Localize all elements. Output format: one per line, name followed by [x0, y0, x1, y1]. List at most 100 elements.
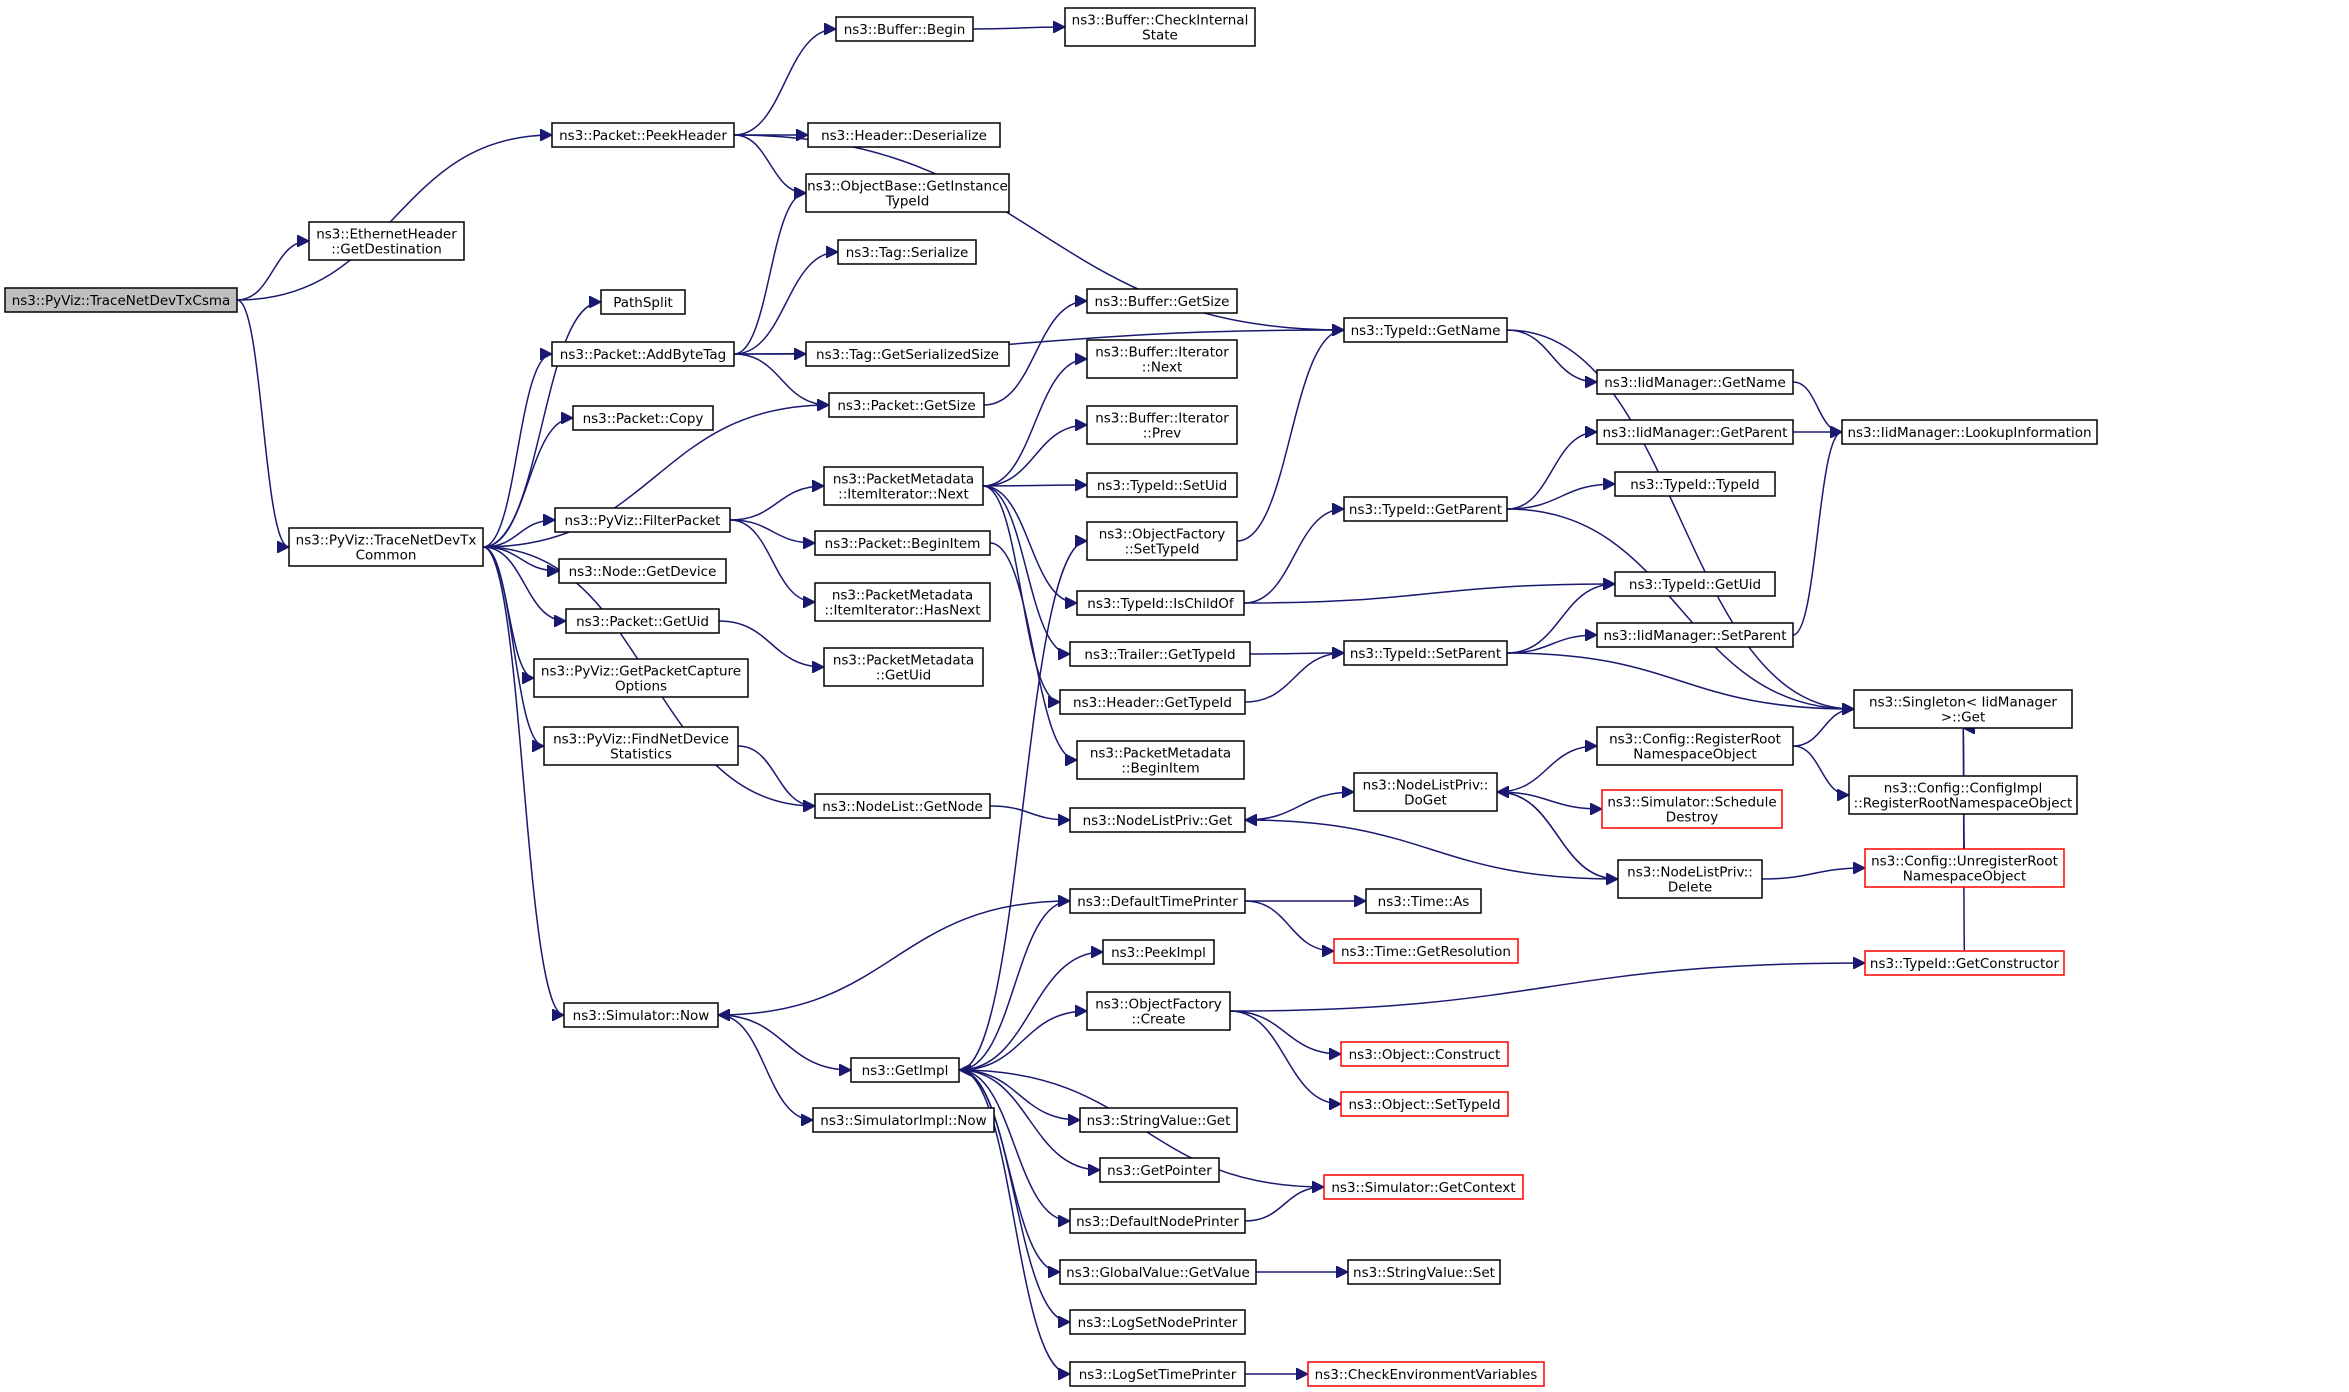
call-edge-packet-getsize-to-buffer-getsize — [983, 301, 1087, 406]
function-node-node-getdevice[interactable]: ns3::Node::GetDevice — [558, 558, 727, 584]
function-node-buf-iter-prev[interactable]: ns3::Buffer::Iterator::Prev — [1086, 405, 1238, 445]
function-node-configimpl-regroot[interactable]: ns3::Config::ConfigImpl::RegisterRootNam… — [1848, 775, 2078, 815]
node-label: NamespaceObject — [1633, 747, 1756, 763]
function-node-objfact-settypeid[interactable]: ns3::ObjectFactory::SetTypeId — [1086, 521, 1238, 561]
node-label: ns3::NodeListPriv:: — [1363, 778, 1489, 794]
function-node-default-node-printer[interactable]: ns3::DefaultNodePrinter — [1069, 1208, 1246, 1234]
function-node-nlp-get[interactable]: ns3::NodeListPriv::Get — [1069, 807, 1246, 833]
node-box — [1601, 789, 1783, 829]
function-node-header-deser[interactable]: ns3::Header::Deserialize — [807, 122, 1001, 148]
function-node-simimpl-now[interactable]: ns3::SimulatorImpl::Now — [812, 1107, 995, 1133]
function-node-objfact-create[interactable]: ns3::ObjectFactory::Create — [1086, 991, 1231, 1031]
function-node-config-unreg[interactable]: ns3::Config::UnregisterRootNamespaceObje… — [1864, 848, 2065, 888]
node-box — [1099, 1157, 1220, 1183]
function-node-buffer-begin[interactable]: ns3::Buffer::Begin — [835, 16, 974, 42]
function-node-peek-header[interactable]: ns3::Packet::PeekHeader — [551, 122, 735, 148]
function-node-header-gettypeid[interactable]: ns3::Header::GetTypeId — [1059, 689, 1246, 715]
node-label: ns3::GlobalValue::GetValue — [1066, 1265, 1250, 1281]
function-node-typeid-typeid[interactable]: ns3::TypeId::TypeId — [1614, 471, 1776, 497]
function-node-iid-getname[interactable]: ns3::IidManager::GetName — [1596, 369, 1794, 395]
function-node-peekimpl[interactable]: ns3::PeekImpl — [1102, 939, 1215, 965]
function-node-object-settypeid[interactable]: ns3::Object::SetTypeId — [1340, 1091, 1509, 1117]
function-node-pathsplit[interactable]: PathSplit — [600, 289, 686, 315]
node-box — [1086, 521, 1238, 561]
function-node-default-time-printer[interactable]: ns3::DefaultTimePrinter — [1069, 888, 1246, 914]
function-node-typeid-getname[interactable]: ns3::TypeId::GetName — [1343, 317, 1508, 343]
function-node-nlp-doget[interactable]: ns3::NodeListPriv::DoGet — [1353, 772, 1498, 812]
function-node-getimpl[interactable]: ns3::GetImpl — [850, 1057, 960, 1083]
function-node-eth-dest[interactable]: ns3::EthernetHeader::GetDestination — [308, 221, 465, 261]
function-node-root[interactable]: ns3::PyViz::TraceNetDevTxCsma — [4, 287, 238, 313]
function-node-nlp-delete[interactable]: ns3::NodeListPriv::Delete — [1617, 859, 1763, 899]
function-node-globalvalue-getvalue[interactable]: ns3::GlobalValue::GetValue — [1059, 1259, 1257, 1285]
function-node-typeid-ischildof[interactable]: ns3::TypeId::IsChildOf — [1076, 590, 1245, 616]
node-box — [1343, 317, 1508, 343]
call-edge-typeid-setparent-to-singleton-get — [1506, 652, 1854, 709]
function-node-check-env-vars[interactable]: ns3::CheckEnvironmentVariables — [1307, 1361, 1545, 1387]
function-node-packet-getsize[interactable]: ns3::Packet::GetSize — [828, 392, 985, 418]
function-node-filter-packet[interactable]: ns3::PyViz::FilterPacket — [554, 507, 731, 533]
call-edge-config-regroot-to-configimpl-regroot — [1792, 745, 1850, 795]
function-node-tag-serialize[interactable]: ns3::Tag::Serialize — [837, 239, 977, 265]
function-node-buffer-getsize[interactable]: ns3::Buffer::GetSize — [1086, 288, 1238, 314]
function-node-pm-getuid[interactable]: ns3::PacketMetadata::GetUid — [823, 647, 984, 687]
function-node-buf-iter-next[interactable]: ns3::Buffer::Iterator::Next — [1086, 339, 1238, 379]
function-node-pm-iter-next[interactable]: ns3::PacketMetadata::ItemIterator::Next — [823, 466, 984, 506]
function-node-add-byte-tag[interactable]: ns3::Packet::AddByteTag — [551, 341, 735, 367]
function-node-time-as[interactable]: ns3::Time::As — [1365, 888, 1482, 914]
node-label: ns3::Config::RegisterRoot — [1609, 732, 1781, 748]
function-node-iid-setparent[interactable]: ns3::IidManager::SetParent — [1596, 622, 1794, 648]
function-node-packet-beginitem[interactable]: ns3::Packet::BeginItem — [814, 530, 991, 556]
function-node-typeid-setuid[interactable]: ns3::TypeId::SetUid — [1086, 472, 1238, 498]
function-node-object-construct[interactable]: ns3::Object::Construct — [1340, 1041, 1509, 1067]
function-node-config-regroot[interactable]: ns3::Config::RegisterRootNamespaceObject — [1596, 726, 1794, 766]
node-label: ::BeginItem — [1121, 761, 1199, 777]
node-layer: ns3::PyViz::TraceNetDevTxCsma ns3::Ethern… — [4, 7, 2098, 1387]
function-node-sim-now[interactable]: ns3::Simulator::Now — [563, 1002, 719, 1028]
node-box — [1086, 991, 1231, 1031]
function-node-stringvalue-set[interactable]: ns3::StringValue::Set — [1347, 1259, 1501, 1285]
call-edge-trailer-gettypeid-to-typeid-setparent — [1249, 653, 1344, 654]
function-node-typeid-getparent[interactable]: ns3::TypeId::GetParent — [1343, 496, 1508, 522]
call-edge-add-byte-tag-to-packet-getsize — [733, 353, 829, 405]
function-node-typeid-getuid[interactable]: ns3::TypeId::GetUid — [1614, 571, 1776, 597]
function-node-iid-getparent[interactable]: ns3::IidManager::GetParent — [1596, 419, 1794, 445]
function-node-iid-lookup[interactable]: ns3::IidManager::LookupInformation — [1841, 419, 2098, 445]
call-edge-nlp-doget-to-config-regroot — [1496, 746, 1597, 793]
function-node-pm-iter-hasnext[interactable]: ns3::PacketMetadata::ItemIterator::HasNe… — [814, 582, 991, 622]
function-node-packet-getuid[interactable]: ns3::Packet::GetUid — [565, 608, 720, 634]
function-node-getpointer[interactable]: ns3::GetPointer — [1099, 1157, 1220, 1183]
function-node-stringvalue-get[interactable]: ns3::StringValue::Get — [1079, 1107, 1238, 1133]
node-label: ns3::Header::Deserialize — [821, 128, 987, 144]
node-box — [1333, 938, 1519, 964]
function-node-log-setnodeprinter[interactable]: ns3::LogSetNodePrinter — [1069, 1309, 1246, 1335]
function-node-nodelist-getnode[interactable]: ns3::NodeList::GetNode — [814, 793, 991, 819]
node-label: ns3::TypeId::GetUid — [1629, 577, 1761, 593]
node-box — [1069, 888, 1246, 914]
node-label: ns3::PacketMetadata — [833, 472, 974, 488]
node-label: ns3::CheckEnvironmentVariables — [1315, 1367, 1538, 1383]
node-label: ::GetUid — [876, 668, 931, 684]
node-label: NamespaceObject — [1903, 869, 2026, 885]
function-node-sim-getcontext[interactable]: ns3::Simulator::GetContext — [1323, 1174, 1524, 1200]
function-node-pm-beginitem[interactable]: ns3::PacketMetadata::BeginItem — [1076, 740, 1245, 780]
function-node-packet-copy[interactable]: ns3::Packet::Copy — [572, 405, 714, 431]
node-label: ns3::Object::SetTypeId — [1348, 1097, 1500, 1113]
function-node-tag-getsersize[interactable]: ns3::Tag::GetSerializedSize — [805, 341, 1010, 367]
call-edge-typeid-setparent-to-typeid-getuid — [1506, 584, 1615, 654]
function-node-singleton-get[interactable]: ns3::Singleton< IidManager>::Get — [1853, 689, 2073, 729]
function-node-typeid-setparent[interactable]: ns3::TypeId::SetParent — [1343, 640, 1508, 666]
node-box — [823, 647, 984, 687]
function-node-log-settimeprinter[interactable]: ns3::LogSetTimePrinter — [1069, 1361, 1246, 1387]
node-box — [1343, 496, 1508, 522]
function-node-typeid-getctor[interactable]: ns3::TypeId::GetConstructor — [1864, 950, 2065, 976]
node-box — [4, 287, 238, 313]
function-node-trailer-gettypeid[interactable]: ns3::Trailer::GetTypeId — [1069, 641, 1251, 667]
function-node-time-getres[interactable]: ns3::Time::GetResolution — [1333, 938, 1519, 964]
